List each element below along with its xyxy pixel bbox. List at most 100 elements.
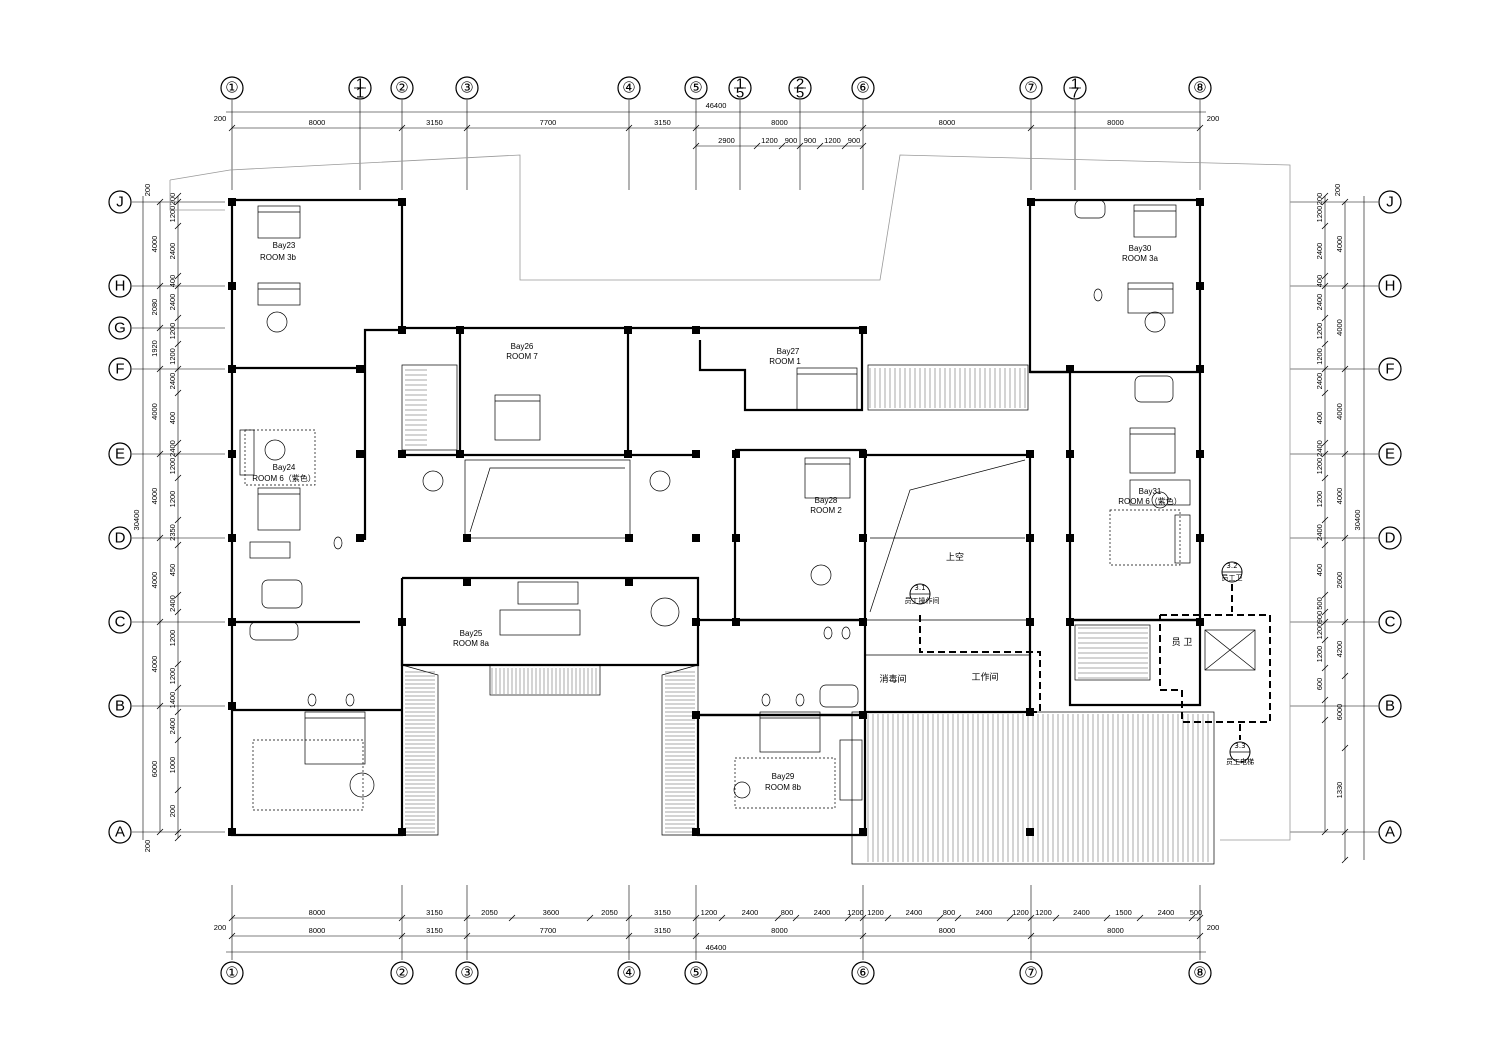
bottom-axis-bubble: ⑦ bbox=[1019, 961, 1043, 985]
roof-outline bbox=[169, 154, 1291, 841]
column bbox=[859, 711, 867, 719]
table bbox=[650, 597, 680, 627]
room-bay25-name: ROOM 8a bbox=[453, 639, 490, 648]
top-sub-dim: 2900 bbox=[718, 136, 735, 145]
axis-grid-lines bbox=[132, 100, 1378, 960]
top-sub-dim: 900 bbox=[785, 136, 798, 145]
bottom-detail-dim: 3150 bbox=[426, 908, 443, 917]
column bbox=[1066, 534, 1074, 542]
right-axis-bubble: F bbox=[1378, 357, 1402, 381]
right-dim: 4000 bbox=[1335, 236, 1344, 253]
column bbox=[228, 702, 236, 710]
right-sub-dim: 1200 bbox=[1315, 646, 1324, 663]
right-sub-dim: 2400 bbox=[1315, 440, 1324, 457]
column bbox=[625, 534, 633, 542]
left-dim: 4000 bbox=[150, 403, 159, 420]
column bbox=[1026, 828, 1034, 836]
structural-columns bbox=[228, 198, 1204, 836]
top-axis-bubble: 15 bbox=[728, 76, 752, 102]
bottom-dim: 8000 bbox=[771, 926, 788, 935]
room-bay29-label: Bay29 bbox=[772, 772, 795, 781]
left-sub-dim: 2400 bbox=[168, 595, 177, 612]
column bbox=[228, 198, 236, 206]
table bbox=[349, 772, 375, 798]
svg-text:G: G bbox=[114, 320, 126, 337]
right-sub-dim: 500 bbox=[1315, 597, 1324, 610]
svg-text:C: C bbox=[1385, 614, 1396, 631]
room-bay23-name: ROOM 3b bbox=[260, 253, 297, 262]
toilet bbox=[333, 536, 343, 550]
column bbox=[398, 450, 406, 458]
svg-text:D: D bbox=[1385, 530, 1396, 547]
left-dim: 2080 bbox=[150, 299, 159, 316]
column bbox=[456, 326, 464, 334]
column bbox=[692, 534, 700, 542]
column bbox=[859, 828, 867, 836]
table bbox=[264, 439, 286, 461]
rug bbox=[244, 429, 316, 486]
svg-text:E: E bbox=[1385, 446, 1395, 463]
top-axis-bubble: ⑧ bbox=[1188, 76, 1212, 100]
bed bbox=[257, 205, 301, 239]
bottom-detail-dim: 800 bbox=[781, 908, 794, 917]
left-sub-dim: 1200 bbox=[168, 668, 177, 685]
left-sub-dim: 2350 bbox=[168, 524, 177, 541]
top-dim: 3150 bbox=[654, 118, 671, 127]
bottom-detail-dim: 800 bbox=[943, 908, 956, 917]
detail-tag-3-3-text: 员工电梯 bbox=[1226, 757, 1254, 766]
top-axis-bubble: ① bbox=[220, 76, 244, 100]
bottom-dim: 7700 bbox=[540, 926, 557, 935]
right-sub-dim: 2400 bbox=[1315, 243, 1324, 260]
table bbox=[1144, 311, 1166, 333]
bottom-total-dim: 46400 bbox=[706, 943, 727, 952]
building-walls bbox=[230, 198, 1202, 837]
top-sub-dim: 1200 bbox=[761, 136, 778, 145]
bottom-detail-dim: 1200 bbox=[1012, 908, 1029, 917]
detail-tag-3-3-ref: 3.3 bbox=[1234, 742, 1245, 750]
column bbox=[1066, 450, 1074, 458]
sofa bbox=[249, 541, 291, 559]
toilet bbox=[345, 693, 355, 707]
svg-text:②: ② bbox=[395, 80, 408, 97]
svg-text:①: ① bbox=[225, 965, 238, 982]
svg-text:③: ③ bbox=[460, 80, 473, 97]
left-sub-dim: 400 bbox=[168, 412, 177, 425]
svg-text:5: 5 bbox=[736, 85, 744, 102]
svg-text:B: B bbox=[115, 698, 125, 715]
bathtub bbox=[819, 684, 859, 708]
svg-text:A: A bbox=[115, 824, 125, 841]
room-bay30-label: Bay30 bbox=[1129, 244, 1152, 253]
column bbox=[732, 534, 740, 542]
left-axis-bubble: D bbox=[108, 526, 132, 550]
bottom-axis-bubble: ⑤ bbox=[684, 961, 708, 985]
room-bay26-name: ROOM 7 bbox=[506, 352, 538, 361]
bottom-dim: 8000 bbox=[1107, 926, 1124, 935]
column bbox=[1196, 534, 1204, 542]
column bbox=[859, 618, 867, 626]
zone-labels: 上空 消毒间 工作间 员 卫 bbox=[879, 551, 1192, 685]
right-sub-dim: 1200 bbox=[1315, 323, 1324, 340]
top-total-dim: 46400 bbox=[706, 101, 727, 110]
bottom-detail-dim: 2400 bbox=[1073, 908, 1090, 917]
top-axis-bubble: ② bbox=[390, 76, 414, 100]
bed bbox=[1129, 427, 1176, 474]
top-axis-bubble: 25 bbox=[788, 76, 812, 102]
top-dim: 8000 bbox=[309, 118, 326, 127]
left-total-dim: 30400 bbox=[132, 510, 141, 531]
rug bbox=[1109, 509, 1181, 566]
left-sub-dim: 2400 bbox=[168, 718, 177, 735]
bottom-detail-dim: 2400 bbox=[742, 908, 759, 917]
svg-text:⑤: ⑤ bbox=[689, 80, 702, 97]
bottom-dim: 3150 bbox=[654, 926, 671, 935]
bottom-detail-dim: 2400 bbox=[1158, 908, 1175, 917]
column bbox=[859, 326, 867, 334]
bottom-dim: 8000 bbox=[939, 926, 956, 935]
svg-text:D: D bbox=[115, 530, 126, 547]
column bbox=[228, 450, 236, 458]
svg-text:H: H bbox=[115, 278, 126, 295]
svg-text:H: H bbox=[1385, 278, 1396, 295]
bottom-detail-dim: 500 bbox=[1190, 908, 1203, 917]
